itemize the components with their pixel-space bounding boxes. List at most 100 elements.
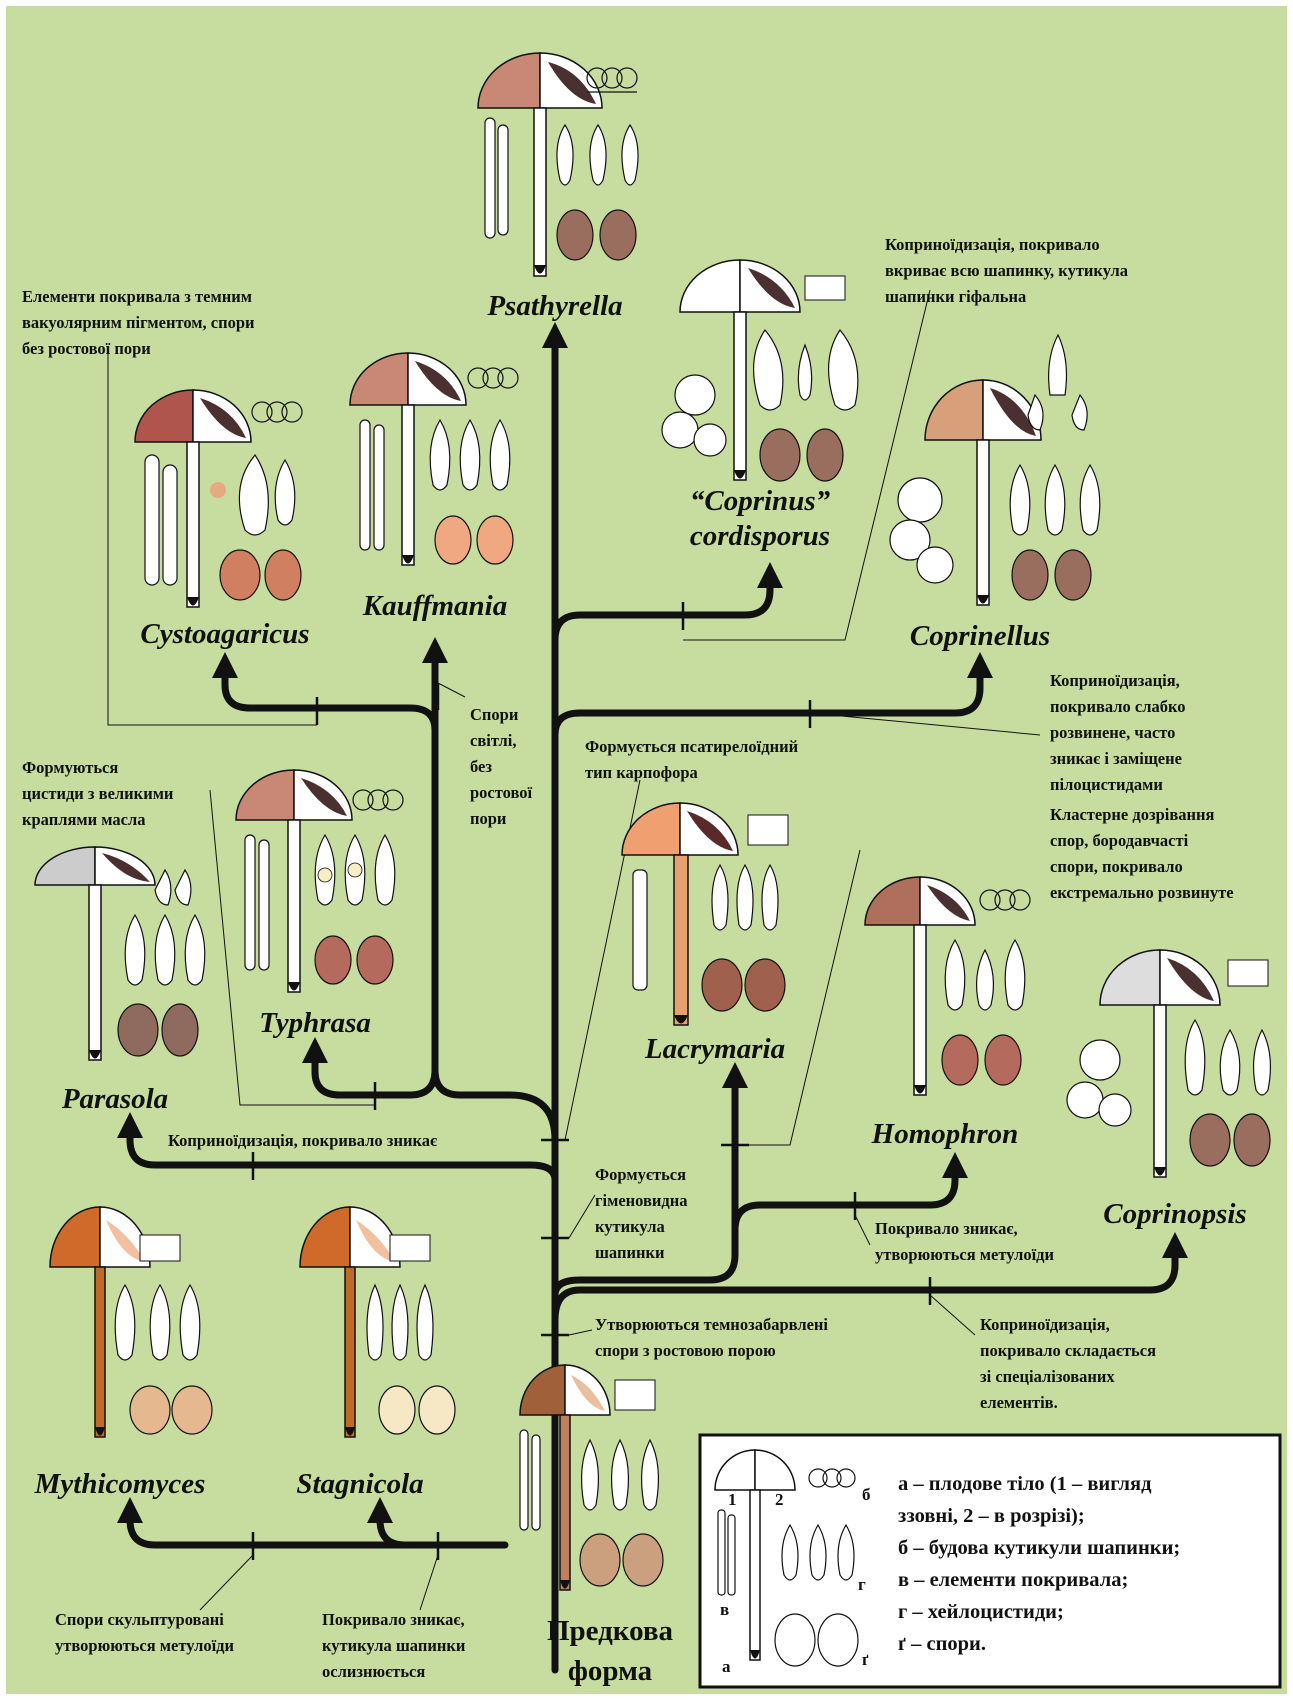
legend-line-5: г – хейлоцистиди;: [898, 1601, 1064, 1623]
label-homophron: Homophron: [871, 1118, 1019, 1150]
note-parasola: Коприноїдизація, покривало зникає: [168, 1131, 437, 1150]
svg-text:пілоцистидами: пілоцистидами: [1050, 775, 1163, 794]
svg-text:спори з ростовою порою: спори з ростовою порою: [595, 1341, 776, 1360]
note-stagnicola: Покривало зникає, кутикула шапинки ослиз…: [322, 1610, 466, 1681]
svg-text:утворюються метулоїди: утворюються метулоїди: [55, 1636, 235, 1655]
svg-text:без: без: [470, 757, 492, 776]
note-typhrasa: Формуються цистиди з великими краплями м…: [22, 758, 174, 829]
svg-text:Коприноїдизація,: Коприноїдизація,: [980, 1315, 1110, 1334]
legend-letter-b: б: [862, 1485, 871, 1504]
label-ancestor-line1: Предкова: [547, 1615, 674, 1647]
svg-text:ростової: ростової: [470, 783, 533, 802]
kauffmania-illustration: [350, 353, 518, 565]
svg-text:зникає і заміщене: зникає і заміщене: [1050, 749, 1182, 768]
branch-stem-bottom: [130, 1510, 505, 1545]
label-coprinus-cordisporus-line2: cordisporus: [690, 520, 830, 552]
note-hymeniform: Формується гіменовидна кутикула шапинки: [595, 1165, 688, 1262]
note-mythicomyces: Спори скульптуровані утворюються метулої…: [55, 1610, 235, 1655]
svg-text:цистиди з великими: цистиди з великими: [22, 784, 174, 803]
label-ancestor-line2: форма: [568, 1655, 653, 1687]
label-lacrymaria: Lacrymaria: [644, 1033, 785, 1065]
svg-text:кутикула шапинки: кутикула шапинки: [322, 1636, 466, 1655]
note-lacrymaria: Кластерне дозрівання спор, бородавчасті …: [1050, 805, 1234, 902]
legend-box: 1 2 б в а г ґ а – плодове тіло (1 – вигл…: [700, 1435, 1280, 1687]
homophron-illustration: [865, 877, 1030, 1095]
svg-text:ослизнюється: ослизнюється: [322, 1662, 425, 1681]
svg-text:Формуються: Формуються: [22, 758, 118, 777]
legend-letter-1: 1: [728, 1490, 737, 1509]
svg-text:Кластерне дозрівання: Кластерне дозрівання: [1050, 805, 1215, 824]
svg-text:Спори: Спори: [470, 705, 519, 724]
branch-cystoagaricus: [225, 665, 435, 730]
svg-text:пори: пори: [470, 809, 507, 828]
legend-line-4: в – елементи покривала;: [898, 1569, 1128, 1591]
svg-text:покривало слабко: покривало слабко: [1050, 697, 1186, 716]
note-homophron: Покривало зникає, утворюються метулоїди: [875, 1219, 1055, 1264]
mythicomyces-illustration: [50, 1207, 212, 1437]
branch-coprinellus: [555, 665, 980, 735]
note-coprinopsis: Коприноїдизація, покривало складається з…: [980, 1315, 1156, 1412]
note-psathyrelloid: Формується псатирелоїдний тип карпофора: [585, 737, 799, 782]
svg-text:зі спеціалізованих: зі спеціалізованих: [980, 1367, 1115, 1386]
svg-text:спори, покривало: спори, покривало: [1050, 857, 1183, 876]
label-coprinus-cordisporus-line1: “Coprinus”: [690, 485, 831, 517]
legend-line-6: ґ – спори.: [898, 1633, 986, 1655]
svg-text:розвинене, часто: розвинене, часто: [1050, 723, 1175, 742]
svg-text:гіменовидна: гіменовидна: [595, 1191, 688, 1210]
coprinopsis-illustration: [1067, 950, 1270, 1177]
svg-text:кутикула: кутикула: [595, 1217, 665, 1236]
label-cystoagaricus: Cystoagaricus: [140, 618, 309, 650]
svg-text:утворюються метулоїди: утворюються метулоїди: [875, 1245, 1055, 1264]
svg-text:вакуолярним пігментом, спори: вакуолярним пігментом, спори: [22, 313, 255, 332]
legend-letter-v: в: [720, 1600, 729, 1619]
svg-text:Утворюються темнозабарвлені: Утворюються темнозабарвлені: [595, 1315, 828, 1334]
svg-text:без ростової пори: без ростової пори: [22, 339, 151, 358]
svg-text:Коприноїдизація, покривало зни: Коприноїдизація, покривало зникає: [168, 1131, 437, 1150]
ancestor-illustration: [520, 1365, 663, 1590]
svg-text:світлі,: світлі,: [470, 731, 516, 750]
legend-letter-g: г: [858, 1575, 866, 1594]
cystoagaricus-illustration: [135, 390, 302, 607]
svg-text:елементів.: елементів.: [980, 1393, 1058, 1412]
label-stagnicola: Stagnicola: [296, 1468, 423, 1500]
psathyrella-illustration: [478, 53, 638, 276]
legend-line-2: ззовні, 2 – в розрізі);: [898, 1505, 1085, 1527]
svg-text:Спори скульптуровані: Спори скульптуровані: [55, 1610, 224, 1629]
label-psathyrella: Psathyrella: [486, 290, 622, 322]
legend-letter-g2: ґ: [862, 1650, 869, 1669]
svg-text:Покривало зникає,: Покривало зникає,: [322, 1610, 465, 1629]
typhrasa-illustration: [236, 770, 403, 992]
svg-text:шапинки: шапинки: [595, 1243, 665, 1262]
note-cystoagaricus: Елементи покривала з темним вакуолярним …: [22, 287, 255, 358]
svg-text:Покривало зникає,: Покривало зникає,: [875, 1219, 1018, 1238]
note-coprinellus: Коприноїдизація, покривало слабко розвин…: [1050, 671, 1186, 794]
branch-right-clade: [555, 1075, 735, 1295]
legend-letter-a: а: [722, 1657, 731, 1676]
note-dark-spores: Утворюються темнозабарвлені спори з рост…: [595, 1315, 828, 1360]
svg-text:екстремально розвинуте: екстремально розвинуте: [1050, 883, 1234, 902]
note-kauffmania: Спори світлі, без ростової пори: [470, 705, 533, 828]
label-coprinellus: Coprinellus: [910, 620, 1050, 652]
svg-text:Формується псатирелоїдний: Формується псатирелоїдний: [585, 737, 799, 756]
legend-letter-2: 2: [775, 1490, 784, 1509]
svg-text:Елементи покривала з темним: Елементи покривала з темним: [22, 287, 252, 306]
stagnicola-illustration: [300, 1207, 455, 1437]
branch-coprinus-cordisporus: [555, 575, 770, 640]
phylogeny-diagram: Psathyrella “Coprinus” cordisporus Cysto…: [6, 6, 1287, 1694]
svg-text:тип карпофора: тип карпофора: [585, 763, 698, 782]
coprinus-cordisporus-illustration: [662, 260, 858, 481]
svg-text:вкриває всю шапинку, кутикула: вкриває всю шапинку, кутикула: [885, 261, 1128, 280]
label-kauffmania: Kauffmania: [362, 590, 508, 622]
svg-text:шапинки гіфальна: шапинки гіфальна: [885, 287, 1026, 306]
branch-stagnicola: [380, 1510, 405, 1545]
svg-text:покривало складається: покривало складається: [980, 1341, 1156, 1360]
coprinellus-illustration: [890, 335, 1100, 605]
svg-text:краплями масла: краплями масла: [22, 810, 145, 829]
legend-line-3: б – будова кутикули шапинки;: [898, 1537, 1180, 1559]
label-parasola: Parasola: [61, 1083, 168, 1115]
legend-line-1: а – плодове тіло (1 – вигляд: [898, 1473, 1152, 1495]
svg-text:Коприноїдизація,: Коприноїдизація,: [1050, 671, 1180, 690]
svg-text:Формується: Формується: [595, 1165, 686, 1184]
label-typhrasa: Typhrasa: [259, 1007, 371, 1039]
note-coprinus: Коприноїдизація, покривало вкриває всю ш…: [885, 235, 1128, 306]
